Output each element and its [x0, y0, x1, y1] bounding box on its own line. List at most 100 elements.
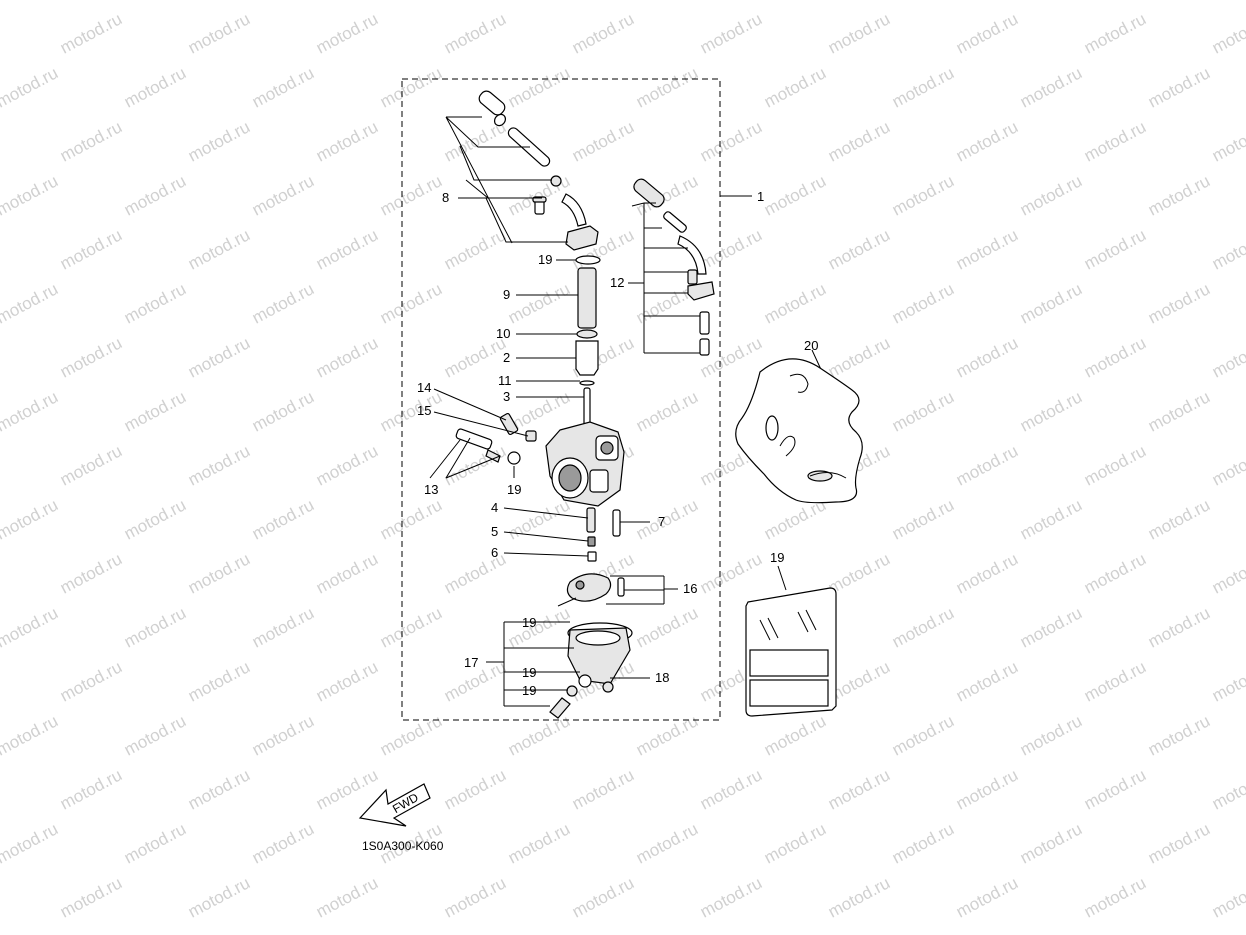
watermark-text: motod.ru: [1017, 495, 1085, 543]
watermark-text: motod.ru: [377, 279, 445, 327]
watermark-text: motod.ru: [0, 495, 61, 543]
watermark-text: motod.ru: [697, 117, 765, 165]
watermark-text: motod.ru: [441, 873, 509, 921]
watermark-text: motod.ru: [505, 819, 573, 867]
watermark-text: motod.ru: [121, 171, 189, 219]
watermark-text: motod.ru: [377, 495, 445, 543]
watermark-text: motod.ru: [121, 0, 189, 4]
watermark-text: motod.ru: [953, 873, 1021, 921]
watermark-text: motod.ru: [441, 9, 509, 57]
callout-16: 16: [683, 581, 697, 596]
watermark-text: motod.ru: [57, 873, 125, 921]
callout-9: 9: [503, 287, 510, 302]
watermark-text: motod.ru: [1209, 117, 1246, 165]
callout-5: 5: [491, 524, 498, 539]
watermark-text: motod.ru: [121, 819, 189, 867]
watermark-text: motod.ru: [313, 333, 381, 381]
watermark-text: motod.ru: [249, 171, 317, 219]
watermark-text: motod.ru: [57, 225, 125, 273]
diagram-code: 1S0A300-K060: [362, 839, 444, 853]
watermark-text: motod.ru: [121, 279, 189, 327]
watermark-text: motod.ru: [761, 63, 829, 111]
jet-group: [586, 507, 621, 562]
part-19-bag: [745, 587, 837, 717]
callout-19-e: 19: [522, 683, 536, 698]
watermark-text: motod.ru: [633, 0, 701, 4]
watermark-text: motod.ru: [121, 711, 189, 759]
watermark-text: motod.ru: [377, 0, 445, 4]
watermark-text: motod.ru: [569, 9, 637, 57]
watermark-text: motod.ru: [569, 873, 637, 921]
watermark-text: motod.ru: [313, 225, 381, 273]
watermark-text: motod.ru: [249, 0, 317, 4]
watermark-text: motod.ru: [1017, 387, 1085, 435]
watermark-text: motod.ru: [0, 171, 61, 219]
callout-6: 6: [491, 545, 498, 560]
watermark-text: motod.ru: [377, 63, 445, 111]
watermark-text: motod.ru: [1017, 279, 1085, 327]
watermark-text: motod.ru: [0, 603, 61, 651]
watermark-text: motod.ru: [761, 171, 829, 219]
watermark-text: motod.ru: [441, 765, 509, 813]
watermark-text: motod.ru: [249, 279, 317, 327]
watermark-text: motod.ru: [185, 9, 253, 57]
watermark-text: motod.ru: [697, 9, 765, 57]
watermark-text: motod.ru: [953, 657, 1021, 705]
callout-10: 10: [496, 326, 510, 341]
watermark-text: motod.ru: [1209, 333, 1246, 381]
callout-3: 3: [503, 389, 510, 404]
watermark-text: motod.ru: [57, 441, 125, 489]
watermark-text: motod.ru: [313, 117, 381, 165]
watermark-text: motod.ru: [1209, 441, 1246, 489]
needle-column: [575, 267, 599, 427]
watermark-text: motod.ru: [121, 603, 189, 651]
watermark-text: motod.ru: [1209, 549, 1246, 597]
watermark-text: motod.ru: [505, 495, 573, 543]
watermark-text: motod.ru: [953, 549, 1021, 597]
watermark-text: motod.ru: [1017, 819, 1085, 867]
callout-11: 11: [498, 373, 512, 388]
watermark-text: motod.ru: [185, 225, 253, 273]
watermark-text: motod.ru: [825, 9, 893, 57]
watermark-text: motod.ru: [249, 711, 317, 759]
watermark-text: motod.ru: [825, 117, 893, 165]
leader-lines: [429, 116, 825, 707]
watermark-text: motod.ru: [121, 387, 189, 435]
callout-20: 20: [804, 338, 818, 353]
watermark-text: motod.ru: [1145, 171, 1213, 219]
watermark-text: motod.ru: [1209, 657, 1246, 705]
callout-19-d: 19: [522, 665, 536, 680]
watermark-text: motod.ru: [889, 0, 957, 4]
watermark-text: motod.ru: [953, 333, 1021, 381]
watermark-text: motod.ru: [761, 819, 829, 867]
callout-13: 13: [424, 482, 438, 497]
callout-19-bag: 19: [770, 550, 784, 565]
watermark-text: motod.ru: [953, 117, 1021, 165]
callout-17: 17: [464, 655, 478, 670]
watermark-text: motod.ru: [185, 657, 253, 705]
watermark-text: motod.ru: [313, 9, 381, 57]
watermark-text: motod.ru: [1017, 0, 1085, 4]
watermark-text: motod.ru: [0, 819, 61, 867]
carburetor-body: [545, 421, 625, 507]
watermark-text: motod.ru: [121, 63, 189, 111]
watermark-text: motod.ru: [633, 603, 701, 651]
watermark-text: motod.ru: [313, 657, 381, 705]
watermark-text: motod.ru: [761, 711, 829, 759]
watermark-text: motod.ru: [57, 117, 125, 165]
watermark-text: motod.ru: [1145, 279, 1213, 327]
watermark-text: motod.ru: [1145, 495, 1213, 543]
watermark-text: motod.ru: [505, 279, 573, 327]
watermark-text: motod.ru: [57, 765, 125, 813]
callout-12: 12: [610, 275, 624, 290]
watermark-text: motod.ru: [1081, 225, 1149, 273]
watermark-text: motod.ru: [57, 9, 125, 57]
watermark-text: motod.ru: [889, 819, 957, 867]
watermark-text: motod.ru: [185, 765, 253, 813]
watermark-text: motod.ru: [697, 225, 765, 273]
watermark-text: motod.ru: [185, 441, 253, 489]
watermark-text: motod.ru: [249, 387, 317, 435]
watermark-text: motod.ru: [1081, 441, 1149, 489]
watermark-text: motod.ru: [185, 873, 253, 921]
watermark-text: motod.ru: [953, 765, 1021, 813]
